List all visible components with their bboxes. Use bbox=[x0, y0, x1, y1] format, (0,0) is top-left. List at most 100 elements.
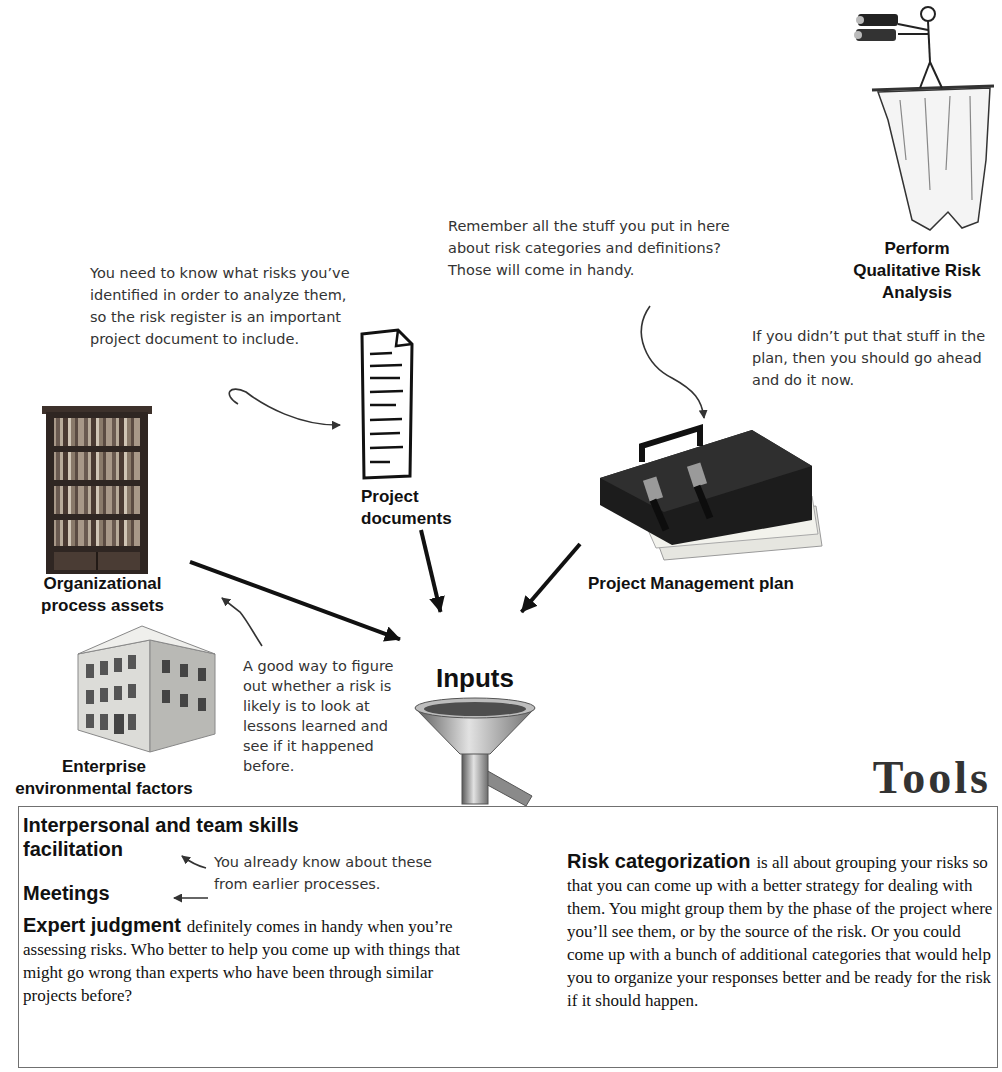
building-illustration bbox=[86, 664, 94, 678]
building-illustration bbox=[78, 640, 150, 752]
illustration-caption: Project documents bbox=[361, 486, 475, 530]
note-holder: You need to know what risks you’ve ident… bbox=[90, 262, 360, 350]
handwritten-note: Remember all the stuff you put in here a… bbox=[448, 215, 758, 281]
illustration-caption: Enterprise environmental factors bbox=[4, 756, 204, 800]
tool-name: Interpersonal and team skills facilitati… bbox=[23, 813, 323, 861]
building-illustration bbox=[114, 714, 124, 734]
bookcase-illustration bbox=[46, 412, 148, 574]
note-leader-arrows bbox=[182, 856, 206, 868]
tool-description: is all about grouping your risks so that… bbox=[567, 853, 992, 1010]
building-illustration bbox=[100, 688, 108, 702]
input-arrow bbox=[190, 562, 400, 639]
inputs-funnel-node: Inputs bbox=[400, 612, 550, 807]
building-illustration bbox=[128, 714, 136, 730]
input-factors-node: Enterprise environmental factors bbox=[4, 612, 204, 800]
cliff-illustration bbox=[900, 96, 972, 200]
tools-heading: Tools bbox=[873, 753, 991, 803]
building-illustration bbox=[86, 714, 94, 728]
input-document-node: Project documents bbox=[355, 328, 475, 530]
input-plan-node: Project Management plan bbox=[580, 425, 830, 595]
document-icon bbox=[370, 353, 392, 354]
funnel-illustration bbox=[462, 752, 488, 804]
cliff-illustration bbox=[930, 62, 942, 88]
illustration-caption: Project Management plan bbox=[588, 573, 830, 595]
cliff-illustration bbox=[921, 7, 935, 21]
bookcase-illustration bbox=[42, 406, 152, 574]
note-leader-arrows bbox=[174, 306, 704, 898]
funnel-illustration bbox=[424, 702, 526, 716]
briefcase-illustration bbox=[687, 462, 707, 487]
document-icon bbox=[370, 447, 403, 448]
document-icon bbox=[370, 419, 402, 420]
text-group: Interpersonal and team skills facilitati… bbox=[23, 813, 323, 861]
handwritten-note: You need to know what risks you’ve ident… bbox=[90, 262, 360, 350]
building-illustration bbox=[150, 640, 215, 752]
cliff-illustration bbox=[928, 21, 930, 62]
building-illustration bbox=[162, 690, 170, 703]
note-leader-arrows bbox=[222, 598, 262, 646]
handwritten-note: A good way to figure out whether a risk … bbox=[243, 656, 401, 776]
building-illustration bbox=[162, 660, 170, 673]
funnel-illustration bbox=[482, 770, 532, 806]
note-leader-arrows bbox=[229, 389, 340, 425]
bookcase-illustration bbox=[96, 552, 98, 570]
building-illustration bbox=[128, 655, 136, 669]
cliff-illustration bbox=[872, 86, 994, 90]
briefcase-illustration bbox=[643, 476, 663, 501]
illustration-caption: Organizational process assets bbox=[15, 573, 190, 617]
bookcase-illustration bbox=[54, 418, 140, 446]
briefcase-illustration bbox=[600, 430, 812, 545]
document-icon bbox=[370, 391, 403, 392]
note-holder: Remember all the stuff you put in here a… bbox=[448, 215, 758, 281]
input-arrow bbox=[421, 530, 441, 612]
input-assets-node: Organizational process assets bbox=[15, 405, 190, 617]
funnel-illustration bbox=[415, 698, 535, 806]
briefcase-illustration bbox=[642, 428, 700, 462]
cliff-illustration bbox=[898, 33, 928, 35]
building-illustration bbox=[114, 658, 122, 672]
handwritten-note: If you didn’t put that stuff in the plan… bbox=[752, 325, 992, 391]
note-leader-arrows bbox=[174, 897, 208, 899]
building-illustration bbox=[100, 714, 108, 730]
tool-name: Risk categorization bbox=[567, 850, 750, 872]
cliff-illustration bbox=[854, 7, 994, 230]
text-group: You already know about these from earlie… bbox=[214, 851, 459, 895]
building-illustration bbox=[198, 698, 206, 711]
document-icon bbox=[370, 365, 402, 366]
building-illustration bbox=[100, 661, 108, 675]
tool-name: Meetings bbox=[23, 881, 110, 905]
building-illustration bbox=[78, 626, 215, 654]
document-icon bbox=[396, 330, 412, 346]
input-arrow bbox=[522, 544, 581, 612]
text-group: Risk categorizationis all about grouping… bbox=[567, 849, 993, 1012]
building-illustration bbox=[180, 664, 188, 677]
bookcase-illustration bbox=[54, 552, 140, 570]
text-group: Tools bbox=[873, 753, 991, 803]
document-icon bbox=[370, 404, 396, 407]
tools-box: ToolsInterpersonal and team skills facil… bbox=[18, 806, 998, 1068]
briefcase-illustration bbox=[653, 500, 666, 530]
document-icon bbox=[362, 330, 412, 478]
building-illustration bbox=[198, 668, 206, 681]
handwritten-note: You already know about these from earlie… bbox=[214, 851, 459, 895]
funnel-illustration bbox=[415, 698, 535, 718]
building-illustration bbox=[128, 684, 136, 698]
bookcase-illustration bbox=[54, 486, 140, 514]
document-icon bbox=[370, 433, 400, 434]
illustration-caption: Perform Qualitative Risk Analysis bbox=[842, 238, 992, 304]
building-illustration bbox=[114, 686, 122, 700]
note-holder: If you didn’t put that stuff in the plan… bbox=[752, 325, 992, 391]
cliff-illustration bbox=[878, 88, 990, 230]
cliff-illustration bbox=[854, 31, 862, 39]
briefcase-illustration bbox=[697, 486, 710, 518]
connector-group bbox=[190, 530, 580, 639]
document-icon bbox=[362, 330, 412, 478]
document-icon bbox=[370, 377, 400, 380]
cliff-illustration bbox=[856, 16, 864, 24]
building-illustration bbox=[180, 694, 188, 707]
building-illustration bbox=[86, 690, 94, 704]
bookcase-illustration bbox=[54, 452, 140, 480]
cliff-illustration bbox=[898, 24, 928, 30]
document-icon bbox=[370, 461, 390, 464]
tool-name: Expert judgment bbox=[23, 914, 181, 936]
